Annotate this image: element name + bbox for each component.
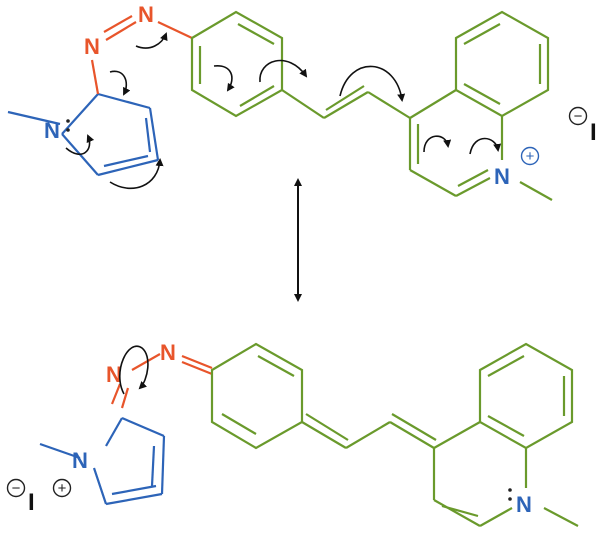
svg-text:N: N: [44, 118, 60, 143]
svg-text:I: I: [28, 489, 35, 516]
svg-text:+: +: [58, 480, 67, 497]
bottom-counterion: − I: [6, 478, 35, 516]
lone-pair-icon: [66, 119, 70, 123]
top-vinyl-bridge: [281, 85, 411, 119]
top-azo-n1: N: [84, 34, 100, 59]
curved-arrow-icon: [135, 32, 168, 49]
bottom-pyrrole-nitrogen: N: [72, 448, 88, 473]
top-counterion: − I: [568, 106, 597, 146]
top-quinolinium: [408, 10, 553, 201]
svg-text:+: +: [526, 148, 535, 165]
bottom-azo-n1: N: [106, 362, 122, 387]
curved-arrow-icon: [423, 135, 452, 153]
curved-arrow-icon: [65, 134, 95, 155]
svg-text:−: −: [574, 108, 583, 125]
bottom-vinyl-bridge: [301, 413, 437, 449]
curved-arrow-icon: [119, 345, 149, 395]
top-azo-bonds: [90, 15, 193, 95]
lone-pair-icon: [66, 128, 70, 132]
top-electron-arrows: [65, 32, 502, 190]
bottom-quinoid-ring: [210, 342, 304, 450]
bottom-structure: N + − I N N: [6, 340, 579, 527]
top-azo-n2: N: [138, 2, 154, 27]
bottom-pyrrole-ring: [39, 416, 166, 506]
curved-arrow-icon: [259, 59, 308, 83]
svg-text:I: I: [590, 119, 597, 146]
curved-arrow-icon: [109, 70, 131, 96]
top-structure: N N N: [7, 2, 597, 201]
bottom-quinoline: [432, 342, 579, 527]
top-quin-nitrogen: N: [494, 164, 510, 189]
top-pyrrole-nitrogen: N: [44, 118, 70, 143]
bottom-quin-nitrogen: N: [516, 492, 532, 517]
curved-arrow-icon: [213, 65, 235, 92]
curved-arrow-icon: [339, 65, 406, 102]
lone-pair-icon: [508, 488, 512, 501]
top-pyrrole-ring: [7, 92, 160, 177]
svg-text:−: −: [12, 480, 21, 497]
bottom-azo-n2: N: [160, 340, 176, 365]
bottom-azo-bonds: [110, 353, 213, 409]
bottom-pyrrole-charge: +: [52, 478, 72, 498]
top-quin-charge: +: [520, 146, 540, 166]
curved-arrow-icon: [469, 137, 502, 155]
curved-arrow-icon: [109, 158, 164, 190]
